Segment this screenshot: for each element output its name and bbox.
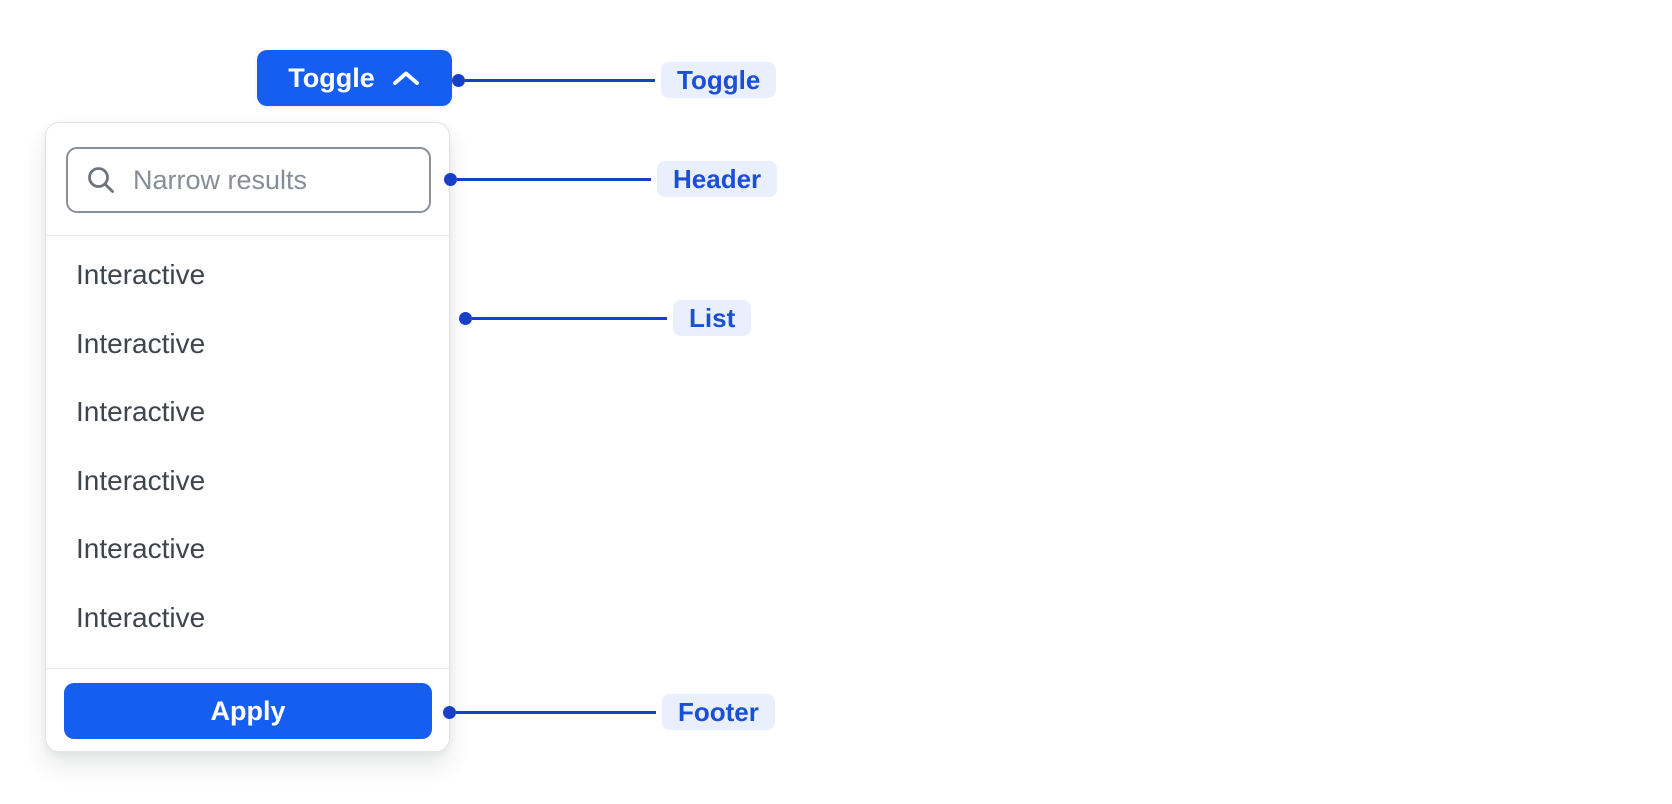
annotation-label-footer: Footer [662, 694, 775, 730]
apply-button[interactable]: Apply [64, 683, 432, 739]
connector-line [472, 316, 667, 320]
annotation-footer: Footer [443, 694, 775, 730]
dropdown-panel: Interactive Interactive Interactive Inte… [45, 122, 501, 752]
annotation-label-list: List [673, 300, 752, 336]
search-input[interactable] [133, 149, 501, 211]
connector-dot [452, 73, 465, 87]
connector-line [465, 78, 655, 82]
list-item[interactable]: Interactive [76, 464, 206, 496]
list-item[interactable]: Interactive [76, 396, 206, 428]
annotation-list: List [459, 300, 752, 336]
toggle-button-label: Toggle [288, 62, 375, 93]
annotation-header: Header [444, 161, 778, 197]
connector-line [457, 177, 651, 181]
list-item[interactable]: Interactive [76, 533, 206, 565]
annotation-label-toggle: Toggle [661, 62, 777, 98]
list-item[interactable]: Interactive [76, 259, 206, 291]
search-icon [86, 165, 116, 195]
annotation-toggle: Toggle [452, 62, 777, 98]
panel-header [46, 123, 501, 235]
chevron-up-icon [391, 70, 421, 86]
panel-footer: Apply [46, 668, 449, 751]
toggle-button[interactable]: Toggle [257, 50, 452, 106]
connector-dot [444, 172, 457, 186]
annotation-label-header: Header [657, 161, 778, 197]
connector-line [456, 710, 656, 714]
list-item[interactable]: Interactive [76, 327, 206, 359]
search-box[interactable] [66, 147, 501, 213]
list-item[interactable]: Interactive [76, 601, 206, 633]
connector-dot [443, 705, 456, 719]
connector-dot [459, 311, 472, 325]
options-list: Interactive Interactive Interactive Inte… [46, 235, 449, 668]
